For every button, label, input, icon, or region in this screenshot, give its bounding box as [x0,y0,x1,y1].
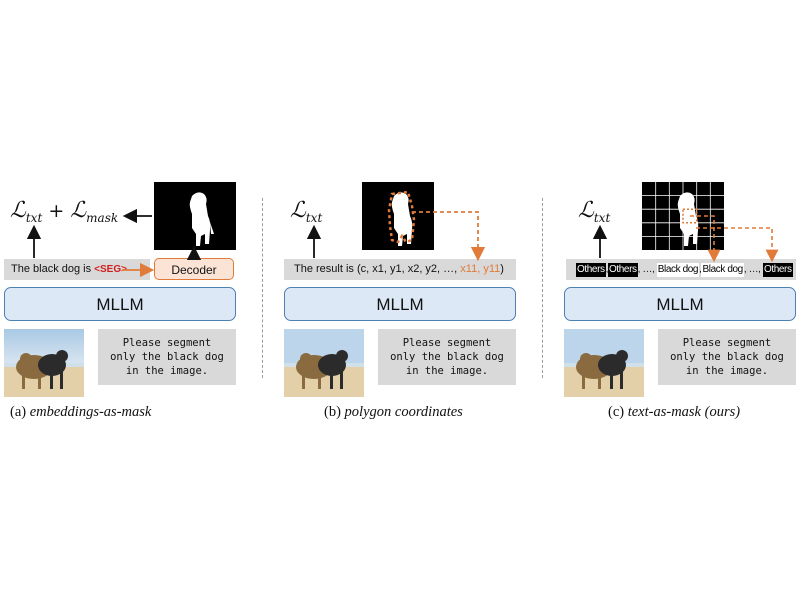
mllm-box: MLLM [4,287,236,321]
loss-txt: ℒtxt [290,198,323,225]
highlight-coords: x11, y11 [460,263,501,275]
grid-dog [642,182,724,250]
dogs-photo [4,329,84,397]
output-text-bar: The result is (c, x1, y1, x2, y2, …, x11… [284,259,516,280]
token-bar: Others,Others, …, Black dog,Black dog, …… [566,259,796,280]
panel-embeddings-as-mask: ℒtxt + ℒmask The black dog is <SEG> Deco… [4,178,244,428]
prompt-box: Please segment only the black dog in the… [658,329,796,385]
token-others: Others [608,263,638,277]
mllm-box: MLLM [564,287,796,321]
mllm-label: MLLM [96,295,144,314]
mllm-box: MLLM [284,287,516,321]
arrow-cell-to-token-1 [690,215,721,263]
loss-txt: ℒtxt [578,198,611,225]
polygon-dog [387,190,416,246]
loss-txt-plus-mask: ℒtxt + ℒmask [10,198,119,225]
arrows-c [592,215,779,263]
arrow-cell-to-token-2 [696,227,779,263]
panel-text-as-mask: ℒtxt Others,Others, …, Black dog,Black d… [564,178,800,428]
output-text-bar: The black dog is <SEG> [4,259,150,280]
polygon-mask-image [362,182,434,250]
grid-mask-image [642,182,724,250]
caption-b: (b) polygon coordinates [324,404,463,420]
caption-c: (c) text-as-mask (ours) [608,404,741,420]
token-others: Others [762,263,793,277]
prompt-box: Please segment only the black dog in the… [378,329,516,385]
dogs-photo [564,329,644,397]
divider-left [262,198,263,378]
decoder-label: Decoder [171,263,217,277]
token-black-dog: Black dog [656,263,700,277]
mllm-label: MLLM [376,295,424,314]
caption-a: (a) embeddings-as-mask [10,404,152,420]
decoder-box: Decoder [154,258,234,280]
mllm-label: MLLM [656,295,704,314]
input-photo [4,329,84,397]
output-text: The black dog is [11,263,95,275]
input-photo [284,329,364,397]
panel-polygon-coordinates: ℒtxt The result is (c, x1, y1, x2, y2, …… [284,178,524,428]
arrows-a [26,208,202,278]
arrows-b [306,211,486,262]
seg-token: <SEG> [94,264,127,275]
prompt-box: Please segment only the black dog in the… [98,329,236,385]
input-photo [564,329,644,397]
dog-silhouette [189,192,214,246]
token-others: Others [576,263,606,277]
mask-image [154,182,236,250]
token-black-dog: Black dog [701,263,744,277]
output-text: The result is (c, x1, y1, x2, y2, …, [294,263,461,275]
divider-right [542,198,543,378]
dogs-photo [284,329,364,397]
arrow-coord-to-point [412,211,486,262]
